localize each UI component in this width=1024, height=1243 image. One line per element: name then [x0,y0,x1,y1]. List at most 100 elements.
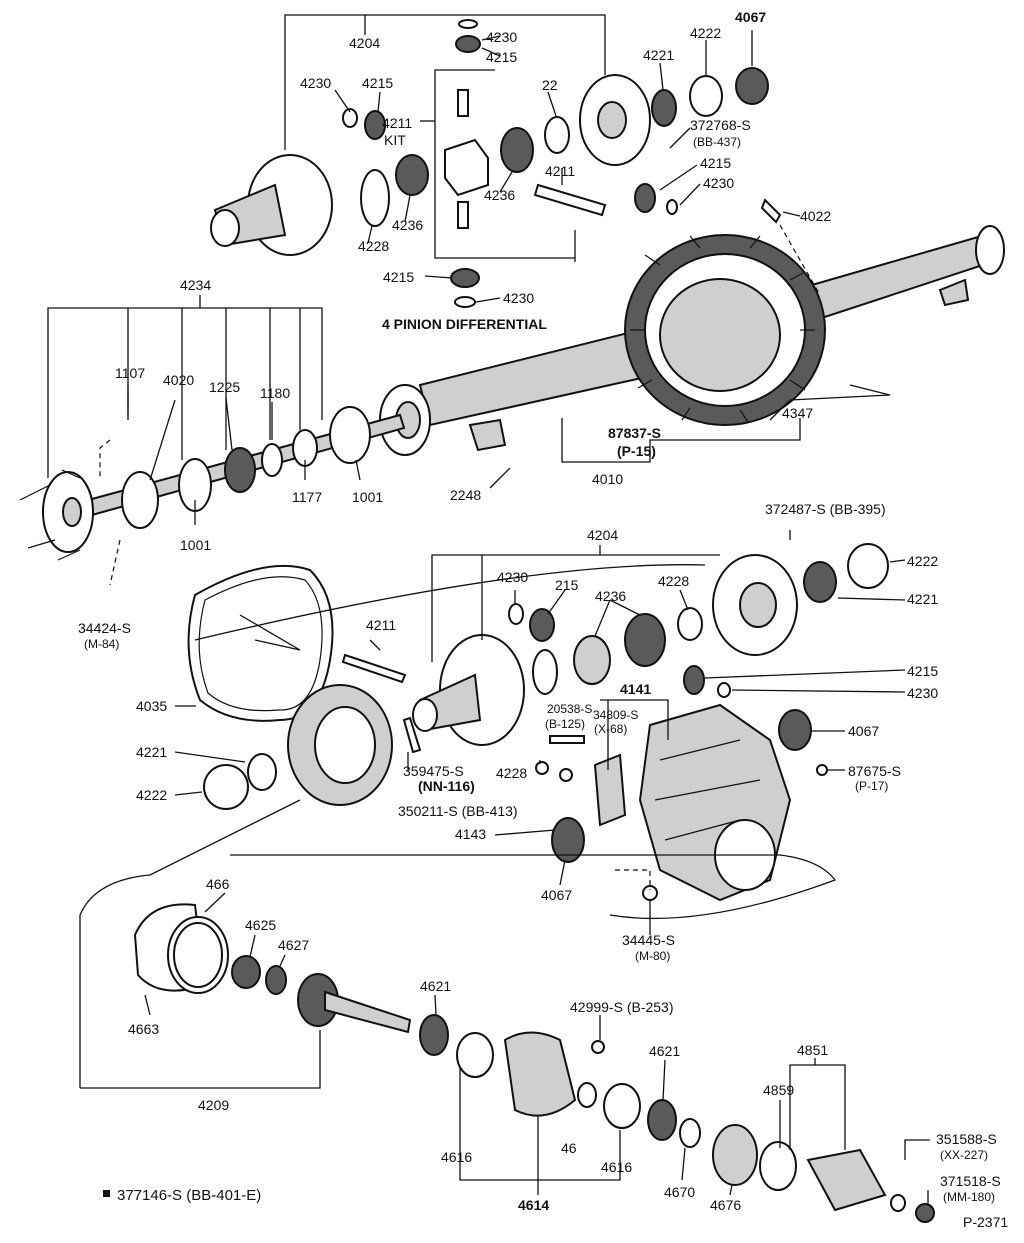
callout-4204-mid: 4204 [587,527,618,543]
callout-bb437: (BB-437) [693,135,741,149]
callout-4221-top: 4221 [643,47,674,63]
cover-gasket [187,564,334,722]
callout-4211: 4211 [545,163,575,179]
callout-2248: 2248 [450,487,481,503]
callout-4621: 4621 [420,978,451,994]
callout-4035: 4035 [136,698,167,714]
callout-labels: 4204 4230 4215 4230 4215 4211 KIT 22 422… [78,9,1008,1230]
callout-4230: 4230 [497,569,528,585]
pinion-leader-lines [79,892,930,1205]
callout-4236: 4236 [484,187,515,203]
differential-case-half-top-right [579,74,651,166]
callout-4221: 4221 [136,744,167,760]
callout-466: 466 [206,876,230,892]
callout-4204-top: 4204 [349,35,380,51]
callout-4230: 4230 [486,29,517,45]
callout-mm180: (MM-180) [943,1190,995,1204]
callout-4215: 4215 [700,155,731,171]
differential-case-upper [210,154,333,256]
callout-4616: 4616 [601,1159,632,1175]
callout-4215: 4215 [907,663,938,679]
callout-kit: KIT [384,132,406,148]
callout-xx227: (XX-227) [940,1148,988,1162]
callout-42999: 42999-S (B-253) [570,999,674,1015]
callout-p15: (P-15) [617,443,656,459]
callout-4851: 4851 [797,1042,828,1058]
callout-4143: 4143 [455,826,486,842]
callout-4859: 4859 [763,1082,794,1098]
callout-359475: 359475-S [403,763,464,779]
callout-4222-top: 4222 [690,25,721,41]
callout-4676: 4676 [710,1197,741,1213]
callout-215: 215 [555,577,579,593]
callout-4022: 4022 [800,208,831,224]
callout-34809: 34809-S [593,708,638,722]
top-leader-lines [284,14,821,303]
callout-351588: 351588-S [936,1131,997,1147]
callout-372768: 372768-S [690,117,751,133]
callout-b125: (B-125) [545,717,585,731]
note-part-number: 377146-S (BB-401-E) [117,1187,261,1204]
callout-1001: 1001 [352,489,383,505]
callout-1177: 1177 [292,489,322,505]
pinion-parts [133,903,935,1223]
callout-4230: 4230 [503,290,534,306]
callout-4230: 4230 [907,685,938,701]
callout-4663: 4663 [128,1021,159,1037]
callout-4230: 4230 [300,75,331,91]
callout-87675: 87675-S [848,763,901,779]
callout-34424: 34424-S [78,620,131,636]
callout-4236: 4236 [392,217,423,233]
callout-22: 22 [542,77,558,93]
callout-4067: 4067 [848,723,879,739]
kit-bracket [434,69,576,259]
callout-4141: 4141 [620,681,651,697]
ring-gear [287,684,393,806]
callout-4222: 4222 [136,787,167,803]
callout-1001: 1001 [180,537,211,553]
callout-4347: 4347 [782,405,813,421]
diff-case-mid [341,634,525,746]
callout-46: 46 [561,1140,577,1156]
callout-4627: 4627 [278,937,309,953]
callout-1180: 1180 [260,385,290,401]
callout-372487: 372487-S (BB-395) [765,501,886,517]
callout-x68: (X-68) [594,722,627,736]
callout-371518: 371518-S [940,1173,1001,1189]
callout-4221: 4221 [907,591,938,607]
callout-350211: 350211-S (BB-413) [398,803,518,819]
callout-4010: 4010 [592,471,623,487]
bracket-4010 [561,418,801,463]
note-bullet [103,1190,110,1197]
callout-nn116: (NN-116) [418,778,475,794]
callout-4230: 4230 [703,175,734,191]
bracket-4234 [47,295,511,586]
axle-housing [379,225,1005,456]
callout-4621: 4621 [649,1043,680,1059]
carrier-housing [638,703,792,902]
callout-4228: 4228 [358,238,389,254]
callout-m80: (M-80) [635,949,670,963]
four-pinion-differential-title: 4 PINION DIFFERENTIAL [382,316,547,332]
callout-4236: 4236 [595,588,626,604]
callout-4228: 4228 [658,573,689,589]
callout-4670: 4670 [664,1184,695,1200]
callout-34445: 34445-S [622,932,675,948]
callout-m84: (M-84) [84,637,119,651]
pinion-gears-group [342,19,782,308]
callout-4222: 4222 [907,553,938,569]
callout-4211-kit: 4211 [382,115,412,131]
callout-4211: 4211 [366,617,396,633]
callout-4215: 4215 [486,49,517,65]
callout-4215: 4215 [383,269,414,285]
side-gears-mid [508,603,731,698]
callout-4215: 4215 [362,75,393,91]
callout-4067-top: 4067 [735,9,766,25]
mid-small-parts [203,709,828,901]
callout-4234: 4234 [180,277,211,293]
diff-case-mid-right [712,543,889,656]
callout-87837: 87837-S [608,425,661,441]
callout-4067: 4067 [541,887,572,903]
mid-leader-lines [79,530,906,935]
